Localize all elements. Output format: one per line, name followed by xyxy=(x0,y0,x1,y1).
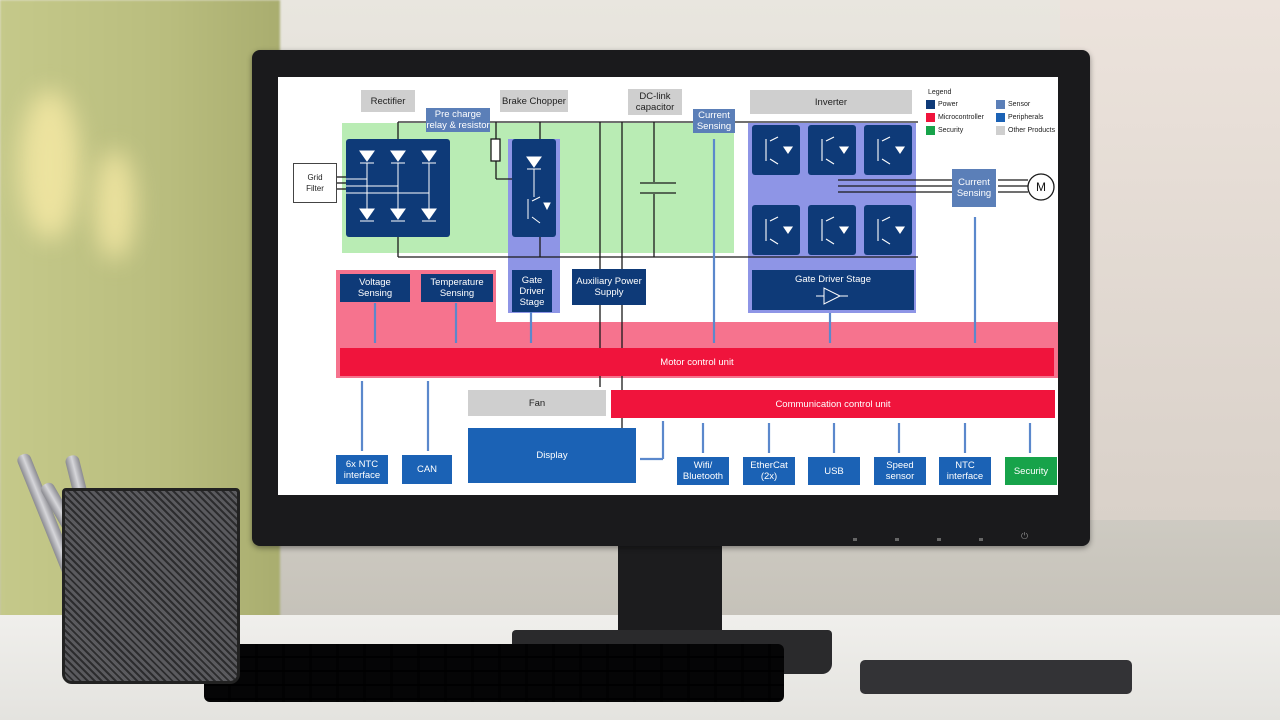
security-block: Security xyxy=(1005,457,1057,485)
legend-swatch-other xyxy=(996,126,1005,135)
ntc-interface-block: NTC interface xyxy=(939,457,991,485)
wall-lamp xyxy=(20,90,80,240)
monitor-button[interactable] xyxy=(937,538,941,541)
legend-item-peripherals: Peripherals xyxy=(1008,114,1044,121)
legend-swatch-peripherals xyxy=(996,113,1005,122)
rectifier-bridge xyxy=(346,139,450,237)
igbt-symbols xyxy=(765,136,906,245)
igbt-switch xyxy=(752,205,800,255)
ntc-6x-interface-block: 6x NTC interface xyxy=(336,455,388,484)
monitor-button[interactable] xyxy=(895,538,899,541)
voltage-sensing-block: Voltage Sensing xyxy=(340,274,410,302)
power-icon[interactable]: ⏻ xyxy=(1021,531,1029,541)
ethercat-block: EtherCat (2x) xyxy=(743,457,795,485)
brake-chopper-label: Brake Chopper xyxy=(500,90,568,112)
keyboard[interactable] xyxy=(204,644,784,702)
igbt-switch xyxy=(864,205,912,255)
pre-charge-block: Pre charge relay & resistor xyxy=(426,108,490,132)
auxiliary-power-block: Auxiliary Power Supply xyxy=(572,269,646,305)
monitor-button[interactable] xyxy=(853,538,857,541)
trackpad[interactable] xyxy=(860,660,1132,694)
legend-item-power: Power xyxy=(938,101,958,108)
can-block: CAN xyxy=(402,455,452,484)
monitor-screen: Rectifier Brake Chopper DC-link capacito… xyxy=(278,77,1058,495)
usb-block: USB xyxy=(808,457,860,485)
brake-chopper-switch xyxy=(512,139,556,237)
display-block: Display xyxy=(468,428,636,483)
inverter-label: Inverter xyxy=(750,90,912,114)
legend-swatch-microcontroller xyxy=(926,113,935,122)
temperature-sensing-block: Temperature Sensing xyxy=(421,274,493,302)
diode-symbols xyxy=(346,150,437,222)
legend-item-other: Other Products xyxy=(1008,127,1056,134)
legend-swatch-sensor xyxy=(996,100,1005,109)
legend-item-security: Security xyxy=(938,127,964,134)
chopper-symbol xyxy=(526,156,551,224)
monitor-stand-neck xyxy=(618,546,722,644)
communication-control-unit-bar: Communication control unit xyxy=(611,390,1055,418)
monitor-button[interactable] xyxy=(979,538,983,541)
igbt-switch xyxy=(808,205,856,255)
dc-link-label: DC-link capacitor xyxy=(628,89,682,115)
igbt-switch xyxy=(864,125,912,175)
current-sensing-top-block: Current Sensing xyxy=(693,109,735,133)
amplifier-icon xyxy=(816,287,848,305)
motor-label: M xyxy=(1036,179,1046,194)
wifi-bluetooth-block: Wifi/ Bluetooth xyxy=(677,457,729,485)
rectifier-label: Rectifier xyxy=(361,90,415,112)
legend-item-microcontroller: Microcontroller xyxy=(938,114,984,121)
grid-filter-block: Grid Filter xyxy=(293,163,337,203)
back-wall xyxy=(1060,0,1280,520)
gate-driver-small-block: Gate Driver Stage xyxy=(512,270,552,312)
fan-block: Fan xyxy=(468,390,606,416)
current-sensing-right-block: Current Sensing xyxy=(952,169,996,207)
legend-title: Legend xyxy=(928,89,952,96)
gate-driver-stage-block: Gate Driver Stage xyxy=(752,270,914,310)
legend-swatch-security xyxy=(926,126,935,135)
legend-swatch-power xyxy=(926,100,935,109)
speed-sensor-block: Speed sensor xyxy=(874,457,926,485)
legend-item-sensor: Sensor xyxy=(1008,101,1031,108)
pen-holder-cup xyxy=(62,488,240,684)
motor-control-unit-bar: Motor control unit xyxy=(340,348,1054,376)
igbt-switch xyxy=(752,125,800,175)
wall-lamp xyxy=(95,150,135,260)
igbt-switch xyxy=(808,125,856,175)
